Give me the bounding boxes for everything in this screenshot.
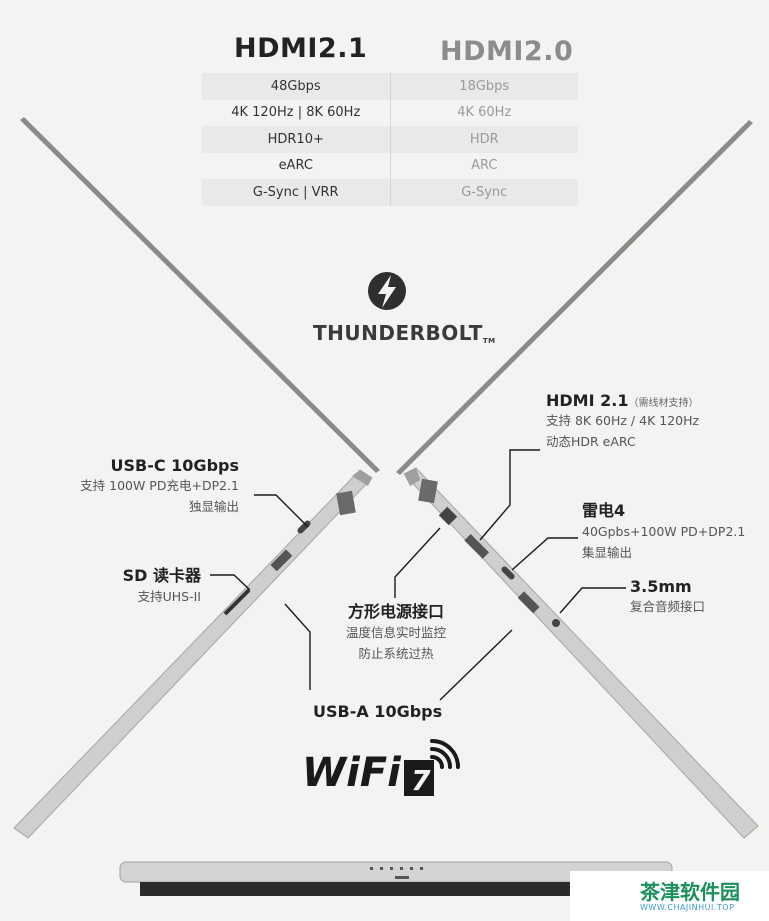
sd-label: SD 读卡器 支持UHS-II — [122, 566, 201, 604]
watermark-en: WWW.CHAJINHUI.TOP — [640, 903, 735, 912]
sd-callout — [210, 574, 251, 591]
wifi7-badge — [404, 760, 434, 796]
audio-label: 3.5mm 复合音频接口 — [630, 577, 706, 614]
usba-port-right — [517, 591, 540, 614]
hdmi21-header: HDMI2.1 — [234, 33, 368, 64]
watermark-box — [570, 871, 769, 921]
right-laptop-screen — [396, 120, 753, 475]
hdmi-callout — [479, 449, 540, 541]
power-port — [438, 506, 458, 526]
hdmi-label: HDMI 2.1（需线材支持） 支持 8K 60Hz / 4K 120Hz 动态… — [546, 391, 700, 449]
left-laptop-screen — [20, 117, 380, 473]
usba-right-callout — [439, 629, 513, 701]
usba-label: USB-A 10Gbps — [313, 702, 443, 721]
thunderbolt-label: THUNDERBOLTTM — [313, 321, 496, 345]
tb4-label: 雷电4 40Gpbs+100W PD+DP2.1 集显输出 — [582, 501, 746, 560]
tb4-callout — [511, 537, 578, 571]
hdmi20-header: HDMI2.0 — [440, 36, 574, 67]
usba-port-left — [270, 549, 292, 571]
power-callout — [394, 527, 441, 598]
sd-slot — [223, 588, 251, 616]
hdmi-port — [464, 533, 490, 559]
usbc-port-left — [297, 520, 311, 534]
wifi-label: WiFi — [302, 750, 401, 796]
audio-callout — [559, 587, 626, 614]
table-row: HDR10+HDR — [202, 126, 578, 153]
power-label: 方形电源接口 温度信息实时监控 防止系统过热 — [345, 602, 446, 661]
audio-jack — [552, 619, 560, 627]
svg-text:7: 7 — [411, 764, 431, 797]
watermark-cn: 茶津软件园 — [640, 880, 740, 904]
usba-left-callout — [284, 603, 311, 690]
tb4-port — [501, 566, 515, 580]
usbc-label: USB-C 10Gbps 支持 100W PD充电+DP2.1 独显输出 — [80, 456, 239, 514]
usbc-callout — [254, 494, 309, 528]
